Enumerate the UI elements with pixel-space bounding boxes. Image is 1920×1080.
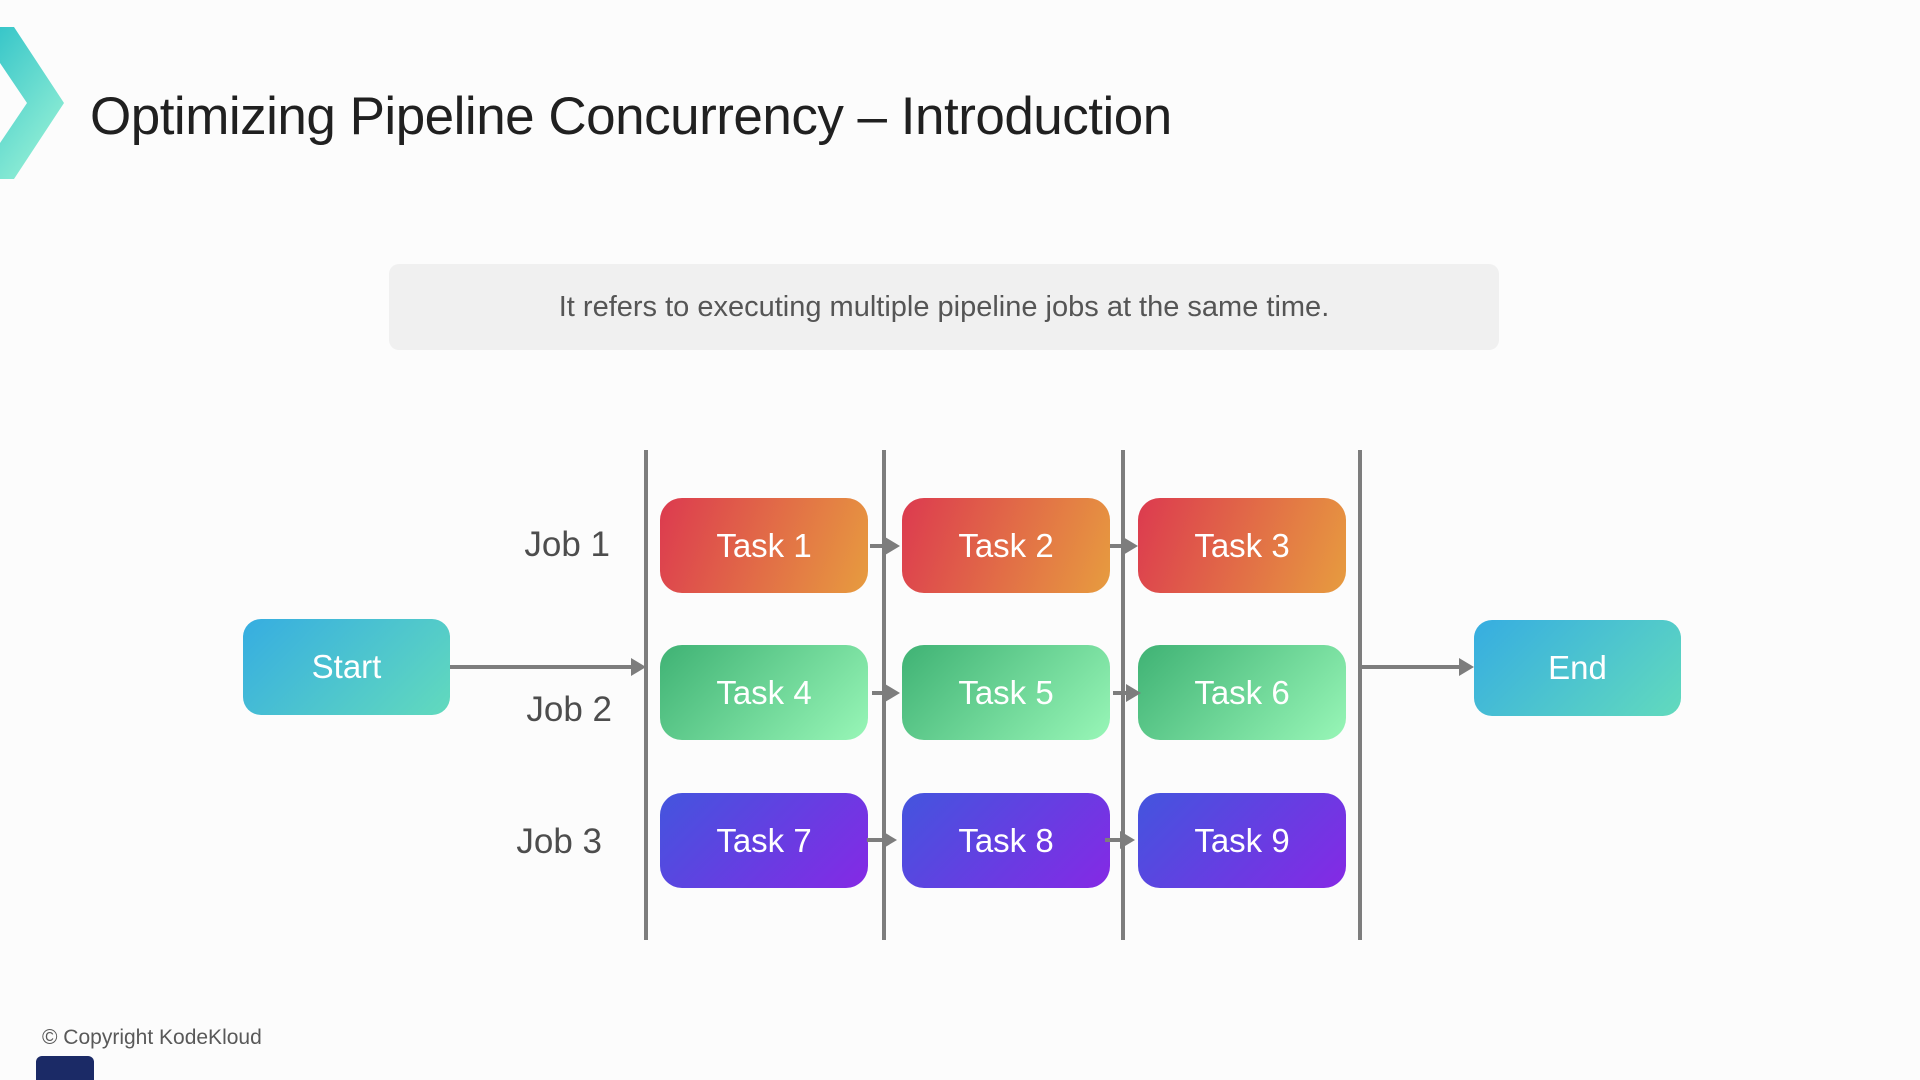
end-node: End xyxy=(1474,620,1681,716)
end-arrow xyxy=(1362,658,1474,676)
lane-line-4 xyxy=(1358,450,1362,940)
job-2-label: Job 2 xyxy=(526,690,612,729)
lane-line-3 xyxy=(1121,450,1125,940)
task-2-box: Task 2 xyxy=(902,498,1110,593)
kodekloud-chevron-icon xyxy=(0,27,64,179)
arrow-head-icon xyxy=(1126,684,1141,702)
arrow-task8-task9 xyxy=(1105,831,1135,849)
job-3-label: Job 3 xyxy=(516,822,602,861)
arrow-head-icon xyxy=(885,684,900,702)
task-5-box: Task 5 xyxy=(902,645,1110,740)
arrow-task4-task5 xyxy=(872,684,900,702)
arrow-head-icon xyxy=(885,537,900,555)
definition-box: It refers to executing multiple pipeline… xyxy=(389,264,1499,350)
arrow-head-icon xyxy=(1459,658,1474,676)
task-6-box: Task 6 xyxy=(1138,645,1346,740)
start-node: Start xyxy=(243,619,450,715)
copyright-text: © Copyright KodeKloud xyxy=(42,1026,262,1049)
definition-text: It refers to executing multiple pipeline… xyxy=(558,290,1330,323)
arrow-task5-task6 xyxy=(1113,684,1141,702)
task-9-box: Task 9 xyxy=(1138,793,1346,888)
page-title: Optimizing Pipeline Concurrency – Introd… xyxy=(90,87,1172,146)
job-1-label: Job 1 xyxy=(524,525,610,564)
task-3-box: Task 3 xyxy=(1138,498,1346,593)
arrow-head-icon xyxy=(631,658,646,676)
task-7-box: Task 7 xyxy=(660,793,868,888)
task-4-box: Task 4 xyxy=(660,645,868,740)
start-arrow xyxy=(450,658,646,676)
arrow-task1-task2 xyxy=(870,537,900,555)
arrow-head-icon xyxy=(882,831,897,849)
arrow-head-icon xyxy=(1120,831,1135,849)
arrow-head-icon xyxy=(1123,537,1138,555)
arrow-task2-task3 xyxy=(1110,537,1138,555)
corner-accent-square xyxy=(36,1056,94,1080)
task-1-box: Task 1 xyxy=(660,498,868,593)
lane-line-1 xyxy=(644,450,648,940)
task-8-box: Task 8 xyxy=(902,793,1110,888)
lane-line-2 xyxy=(882,450,886,940)
arrow-task7-task8 xyxy=(867,831,897,849)
